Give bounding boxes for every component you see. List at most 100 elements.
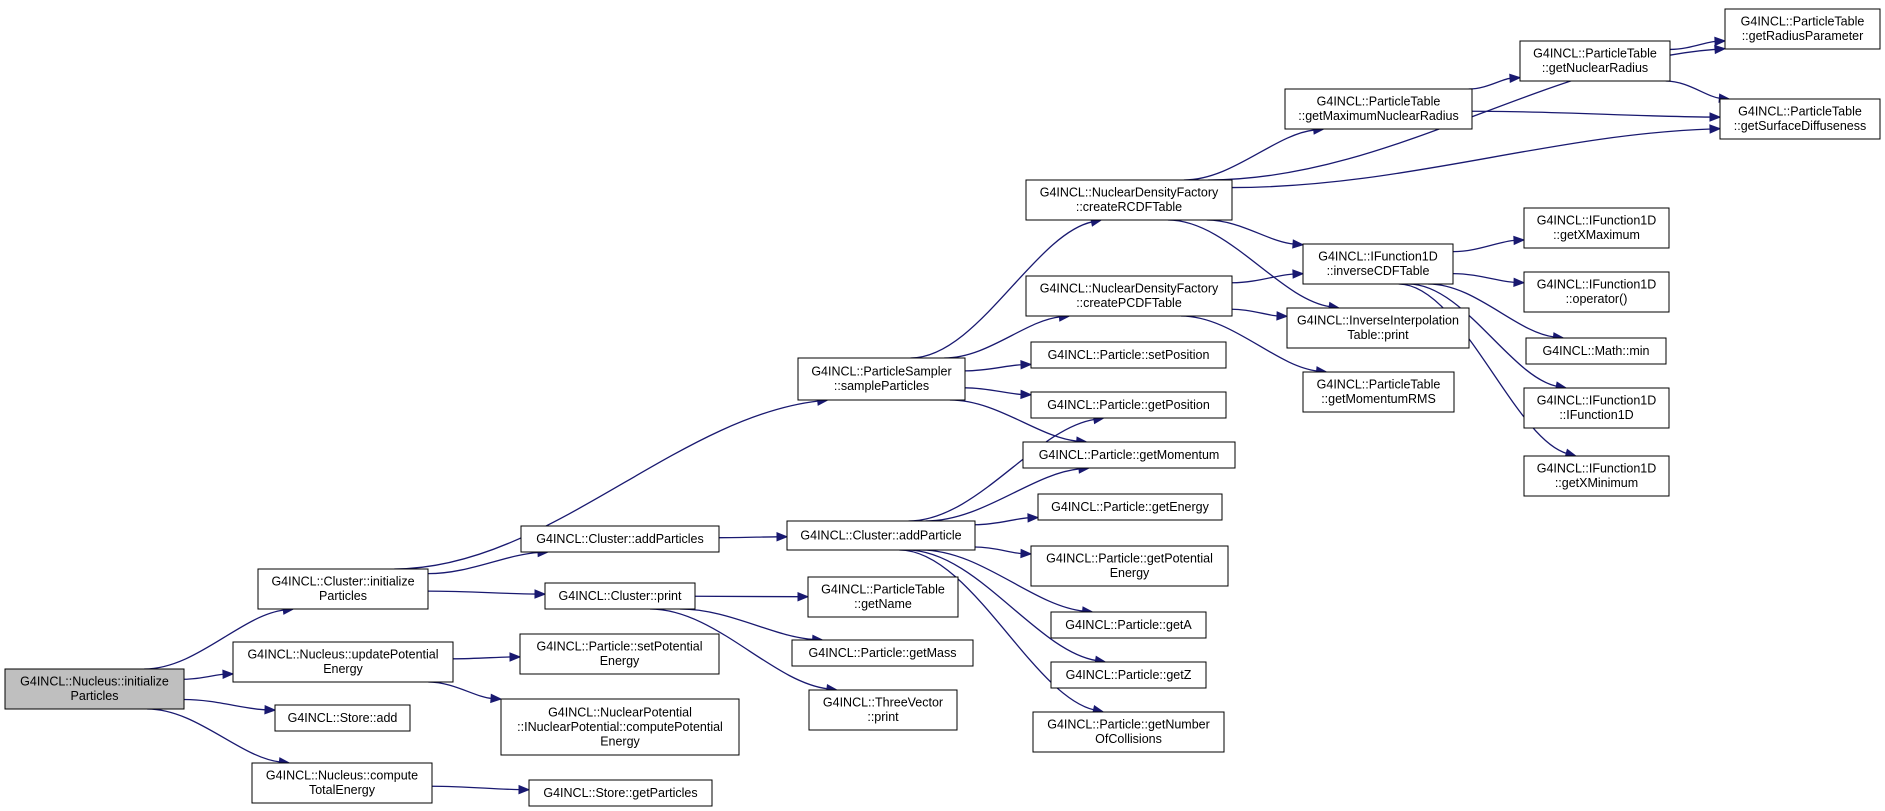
edge-sampler-to-get_position: [964, 387, 1033, 400]
node-compute-pot[interactable]: G4INCL::NuclearPotential::INuclearPotent…: [500, 698, 740, 756]
node-label: G4INCL::Particle::getZ: [1066, 668, 1192, 682]
node-tv-print[interactable]: G4INCL::ThreeVector::print: [808, 689, 958, 731]
edge-line: [147, 708, 281, 763]
node-box: [1525, 337, 1667, 365]
node-add-particle[interactable]: G4INCL::Cluster::addParticle: [786, 520, 976, 551]
arrow-head-icon: [1714, 44, 1727, 55]
edge-line: [1452, 239, 1516, 253]
nodes-layer: G4INCL::Nucleus::initializeParticlesG4IN…: [4, 8, 1881, 807]
node-inverse-cdf[interactable]: G4INCL::IFunction1D::inverseCDFTable: [1302, 243, 1454, 285]
node-box: [1284, 88, 1473, 130]
edge-nucleus_init-to-store_add: [183, 698, 277, 715]
node-label: ::print: [867, 710, 899, 724]
node-label: G4INCL::Particle::getPosition: [1047, 398, 1210, 412]
edge-line: [649, 608, 829, 690]
node-get-xmax[interactable]: G4INCL::IFunction1D::getXMaximum: [1523, 207, 1670, 249]
arrow-head-icon: [518, 784, 531, 795]
edge-line: [1471, 110, 1712, 118]
edge-line: [910, 221, 1093, 359]
node-label: G4INCL::ParticleTable: [1741, 15, 1865, 29]
edge-line: [1665, 80, 1721, 99]
node-box: [1523, 455, 1670, 497]
edge-line: [964, 387, 1023, 396]
arrow-head-icon: [264, 705, 277, 715]
edge-nucleus_init-to-update_pot: [183, 669, 235, 680]
edge-line: [899, 549, 1095, 711]
node-label: Particles: [319, 589, 367, 603]
node-get-z[interactable]: G4INCL::Particle::getZ: [1050, 661, 1207, 689]
node-label: G4INCL::Particle::getPotential: [1046, 552, 1213, 566]
node-label: ::getMaximumNuclearRadius: [1298, 109, 1458, 123]
edge-sampler-to-set_position: [964, 360, 1033, 372]
node-create-pcdf[interactable]: G4INCL::NuclearDensityFactory::createPCD…: [1025, 275, 1233, 317]
node-label: G4INCL::IFunction1D: [1318, 250, 1438, 264]
edge-line: [964, 364, 1023, 372]
node-label: G4INCL::ParticleTable: [1533, 47, 1657, 61]
node-get-energy[interactable]: G4INCL::Particle::getEnergy: [1037, 493, 1223, 521]
edge-line: [1180, 315, 1318, 372]
node-box: [1022, 441, 1236, 469]
node-get-surface-diff[interactable]: G4INCL::ParticleTable::getSurfaceDiffuse…: [1719, 98, 1881, 140]
node-label: ::operator(): [1566, 292, 1628, 306]
node-sampler[interactable]: G4INCL::ParticleSampler::sampleParticles: [797, 357, 966, 401]
node-label: G4INCL::Particle::getEnergy: [1051, 500, 1209, 514]
node-label: Energy: [1110, 566, 1150, 580]
node-get-mass[interactable]: G4INCL::Particle::getMass: [791, 639, 974, 667]
node-store-add[interactable]: G4INCL::Store::add: [274, 704, 411, 732]
edge-get_max_radius-to-get_nuc_radius: [1468, 73, 1522, 90]
arrow-head-icon: [1020, 389, 1033, 400]
node-box: [4, 668, 185, 710]
arrow-head-icon: [1509, 73, 1522, 84]
node-add-particles[interactable]: G4INCL::Cluster::addParticles: [520, 525, 720, 553]
node-math-min[interactable]: G4INCL::Math::min: [1525, 337, 1667, 365]
node-get-xmin[interactable]: G4INCL::IFunction1D::getXMinimum: [1523, 455, 1670, 497]
node-label: G4INCL::Cluster::addParticles: [536, 532, 703, 546]
node-box: [807, 576, 959, 618]
arrow-head-icon: [1714, 36, 1727, 47]
edge-line: [1231, 128, 1712, 189]
node-box: [528, 779, 713, 807]
node-label: ::getMomentumRMS: [1321, 392, 1436, 406]
node-cluster-print[interactable]: G4INCL::Cluster::print: [544, 582, 696, 610]
node-pt-getname[interactable]: G4INCL::ParticleTable::getName: [807, 576, 959, 618]
node-box: [1030, 545, 1229, 587]
node-operator-call[interactable]: G4INCL::IFunction1D::operator(): [1523, 271, 1670, 313]
node-label: TotalEnergy: [309, 783, 376, 797]
node-label: ::inverseCDFTable: [1327, 264, 1430, 278]
arrow-head-icon: [1709, 124, 1722, 134]
edge-line: [679, 608, 814, 641]
node-store-get[interactable]: G4INCL::Store::getParticles: [528, 779, 713, 807]
edge-line: [974, 546, 1023, 555]
node-get-position[interactable]: G4INCL::Particle::getPosition: [1030, 391, 1227, 419]
node-box: [520, 525, 720, 553]
edge-line: [1231, 308, 1279, 317]
node-get-mom-rms[interactable]: G4INCL::ParticleTable::getMomentumRMS: [1302, 371, 1455, 413]
edge-line: [1231, 273, 1295, 284]
node-get-momentum[interactable]: G4INCL::Particle::getMomentum: [1022, 441, 1236, 469]
node-create-rcdf[interactable]: G4INCL::NuclearDensityFactory::createRCD…: [1025, 179, 1233, 221]
edge-update_pot-to-set_pot_energy: [452, 652, 522, 662]
node-get-a[interactable]: G4INCL::Particle::getA: [1050, 611, 1207, 639]
node-set-position[interactable]: G4INCL::Particle::setPosition: [1030, 341, 1227, 369]
node-ifunction-ctor[interactable]: G4INCL::IFunction1D::IFunction1D: [1523, 387, 1670, 429]
arrow-head-icon: [776, 532, 789, 542]
node-box: [1519, 40, 1671, 82]
edge-inverse_cdf-to-operator_call: [1452, 272, 1526, 288]
edge-line: [144, 609, 285, 670]
edge-line: [183, 673, 225, 680]
node-get-max-radius[interactable]: G4INCL::ParticleTable::getMaximumNuclear…: [1284, 88, 1473, 130]
arrow-head-icon: [1020, 360, 1033, 370]
node-get-radius-param[interactable]: G4INCL::ParticleTable::getRadiusParamete…: [1724, 8, 1881, 50]
node-get-nuc-radius[interactable]: G4INCL::ParticleTable::getNuclearRadius: [1519, 40, 1671, 82]
node-label: G4INCL::ParticleTable: [1317, 378, 1441, 392]
edge-line: [452, 656, 512, 660]
edge-get_max_radius-to-get_surface_diff: [1471, 110, 1722, 122]
edge-create_pcdf-to-interp_print: [1231, 308, 1289, 321]
